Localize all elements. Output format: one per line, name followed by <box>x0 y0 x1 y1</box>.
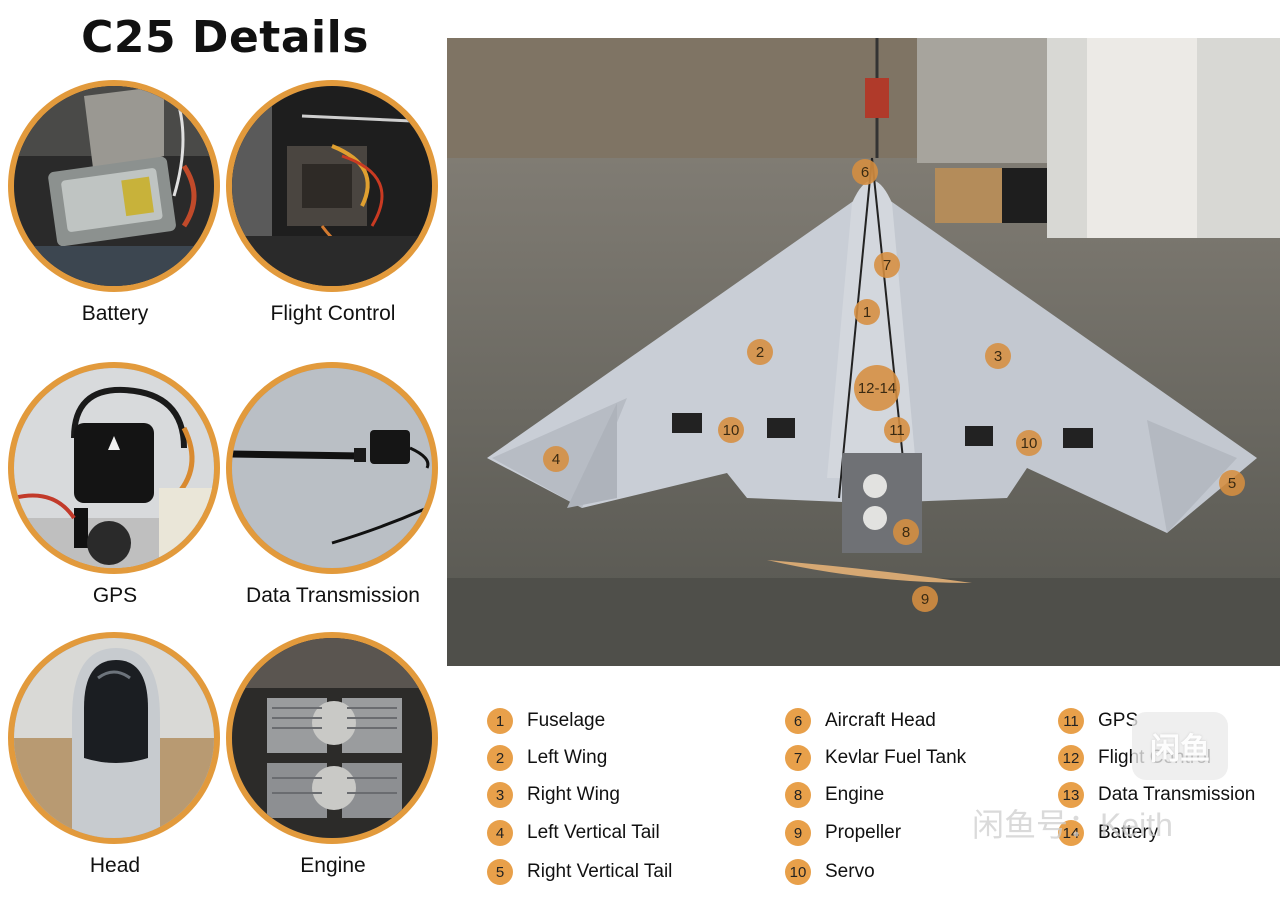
part-card-battery: Battery <box>8 80 222 350</box>
legend-item: 1 Fuselage <box>487 706 605 736</box>
watermark-text: 闲鱼号：Keith <box>972 807 1173 843</box>
head-photo-icon <box>8 632 220 844</box>
legend-item: 10 Servo <box>785 857 875 887</box>
marker: 1 <box>854 299 880 325</box>
part-label-battery: Battery <box>81 302 149 325</box>
part-label-data-transmission: Data Transmission <box>246 584 420 607</box>
legend-label: Left Vertical Tail <box>527 822 660 843</box>
marker: 3 <box>985 343 1011 369</box>
data-transmission-photo-icon <box>226 362 438 574</box>
watermark-logo: 闲鱼 <box>1132 712 1228 780</box>
aircraft-photo: 6 7 1 2 3 12-14 10 11 10 4 5 8 9 <box>447 38 1280 666</box>
marker: 2 <box>747 339 773 365</box>
legend-label: Aircraft Head <box>825 710 936 731</box>
part-label-engine: Engine <box>300 854 366 877</box>
part-label-gps: GPS <box>92 584 138 607</box>
legend-number: 13 <box>1058 782 1084 808</box>
engine-photo-icon <box>226 632 438 844</box>
legend-number: 10 <box>785 859 811 885</box>
legend-number: 14 <box>1058 820 1084 846</box>
legend-number: 11 <box>1058 708 1084 734</box>
marker: 10 <box>718 417 744 443</box>
legend-number: 7 <box>785 745 811 771</box>
marker: 6 <box>852 159 878 185</box>
legend-item: 8 Engine <box>785 780 884 810</box>
marker: 12-14 <box>854 365 900 411</box>
legend-item: 13 Data Transmission <box>1058 780 1255 810</box>
legend-number: 6 <box>785 708 811 734</box>
legend-number: 12 <box>1058 745 1084 771</box>
legend-item: 4 Left Vertical Tail <box>487 818 660 848</box>
legend-number: 3 <box>487 782 513 808</box>
legend-label: Servo <box>825 861 875 882</box>
part-card-gps: GPS <box>8 362 222 632</box>
part-card-data-transmission: Data Transmission <box>226 362 440 632</box>
legend-number: 5 <box>487 859 513 885</box>
marker: 4 <box>543 446 569 472</box>
part-card-head: Head <box>8 632 222 902</box>
part-card-flight-control: Flight Control <box>226 80 440 350</box>
legend-label: Propeller <box>825 822 902 843</box>
legend-item: 6 Aircraft Head <box>785 706 936 736</box>
legend-number: 2 <box>487 745 513 771</box>
legend-label: GPS <box>1098 710 1139 731</box>
legend-label: Left Wing <box>527 747 608 768</box>
legend-number: 4 <box>487 820 513 846</box>
legend-label: Engine <box>825 784 885 805</box>
legend-item: 5 Right Vertical Tail <box>487 857 672 887</box>
part-card-engine: Engine <box>226 632 440 902</box>
page-title: C25 Details <box>81 12 369 63</box>
part-label-flight-control: Flight Control <box>270 302 396 325</box>
marker: 7 <box>874 252 900 278</box>
battery-photo-icon <box>8 80 220 292</box>
legend-item: 11 GPS <box>1058 706 1138 736</box>
marker: 8 <box>893 519 919 545</box>
part-label-head: Head <box>89 854 141 877</box>
gps-photo-icon <box>8 362 220 574</box>
legend-item: 9 Propeller <box>785 818 901 848</box>
aircraft-drawing <box>447 38 1280 666</box>
marker: 11 <box>884 417 910 443</box>
legend-item: 3 Right Wing <box>487 780 620 810</box>
legend-number: 1 <box>487 708 513 734</box>
legend-label: Fuselage <box>527 710 606 731</box>
flight-control-photo-icon <box>226 80 438 292</box>
marker: 5 <box>1219 470 1245 496</box>
marker: 9 <box>912 586 938 612</box>
legend-number: 8 <box>785 782 811 808</box>
legend-item: 7 Kevlar Fuel Tank <box>785 743 966 773</box>
legend-item: 14 Battery <box>1058 818 1158 848</box>
legend-number: 9 <box>785 820 811 846</box>
legend-label: Battery <box>1098 822 1159 843</box>
legend-label: Kevlar Fuel Tank <box>825 747 967 768</box>
legend-label: Right Wing <box>527 784 620 805</box>
legend-label: Data Transmission <box>1098 784 1256 805</box>
legend-item: 2 Left Wing <box>487 743 607 773</box>
marker: 10 <box>1016 430 1042 456</box>
legend-label: Right Vertical Tail <box>527 861 673 882</box>
